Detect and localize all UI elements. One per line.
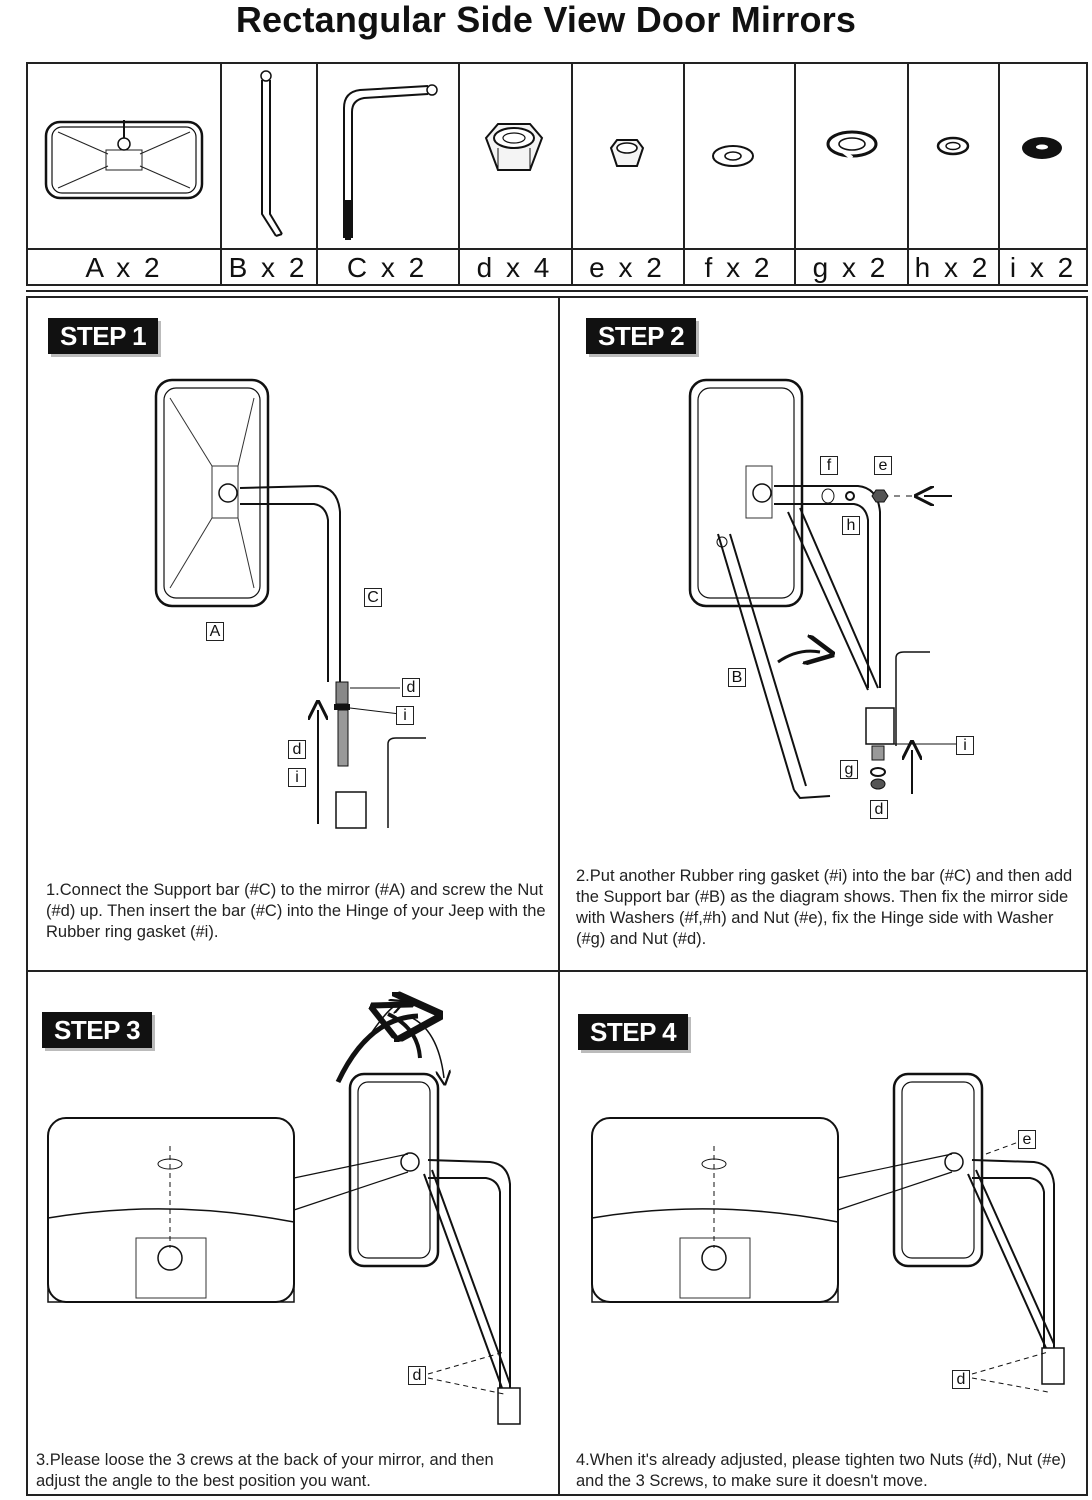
part-c-label: C x 2: [346, 252, 428, 283]
part-d-label: d x 4: [476, 252, 553, 283]
step1-description: 1.Connect the Support bar (#C) to the mi…: [46, 881, 546, 941]
part-e-small-nut-icon: [609, 139, 645, 167]
step2-label-g: g: [840, 760, 858, 779]
part-f-label: f x 2: [704, 252, 773, 283]
part-c-cell: [316, 64, 458, 286]
part-f-cell: [683, 64, 794, 286]
step3-label-d: d: [408, 1366, 426, 1385]
step1-badge: STEP 1: [48, 318, 159, 354]
step1-label-d-side: d: [288, 740, 306, 759]
part-d-cell: [458, 64, 571, 286]
step2-diagram: [688, 378, 958, 800]
page-title: Rectangular Side View Door Mirrors: [235, 0, 857, 40]
step3-badge: STEP 3: [42, 1012, 153, 1048]
part-b-support-bar-icon: [260, 70, 283, 237]
part-h-cell: [907, 64, 998, 286]
steps-grid: STEP 1 A C d i d i 1.Connect the Support…: [26, 296, 1088, 1496]
part-b-label: B x 2: [228, 252, 308, 283]
part-h-label: h x 2: [914, 252, 991, 283]
step2-label-h: h: [842, 516, 860, 535]
step1-label-i-side: i: [288, 768, 306, 787]
parts-table: A x 2 B x 2 C x 2 d x 4: [26, 62, 1088, 286]
step1-label-c: C: [364, 588, 382, 607]
step2-label-e: e: [874, 456, 892, 475]
step1-label-a: A: [206, 622, 224, 641]
step4-label-d: d: [952, 1370, 970, 1389]
part-i-cell: [998, 64, 1088, 286]
step2-badge: STEP 2: [586, 318, 697, 354]
part-c-support-bar-icon: [343, 84, 438, 240]
part-a-mirror-icon: [44, 120, 204, 200]
part-d-large-nut-icon: [484, 123, 544, 171]
step2-label-f: f: [820, 456, 838, 475]
step2-label-d: d: [870, 800, 888, 819]
step3-diagram: [47, 1004, 521, 1425]
step4-description: 4.When it's already adjusted, please tig…: [576, 1451, 1067, 1490]
part-e-label: e x 2: [589, 252, 665, 283]
step4-badge: STEP 4: [578, 1014, 689, 1050]
part-h-small-spring-washer-icon: [936, 136, 970, 156]
part-f-flat-washer-icon: [712, 145, 754, 167]
part-e-cell: [571, 64, 683, 286]
step2-description: 2.Put another Rubber ring gasket (#i) in…: [576, 867, 1073, 948]
steps-illustrations: [47, 378, 1065, 1425]
step2-label-b: B: [728, 668, 746, 687]
step1-label-i-top: i: [396, 706, 414, 725]
part-i-label: i x 2: [1009, 252, 1077, 283]
step2-label-i: i: [956, 736, 974, 755]
part-a-label: A x 2: [85, 252, 163, 283]
part-a-cell: [28, 64, 220, 286]
part-g-label: g x 2: [812, 252, 889, 283]
step4-diagram: [591, 1072, 1065, 1393]
part-g-spring-washer-icon: [826, 130, 878, 160]
part-i-rubber-ring-icon: [1022, 137, 1062, 159]
part-g-cell: [794, 64, 907, 286]
part-b-cell: [220, 64, 316, 286]
step1-diagram: [154, 378, 426, 829]
step1-label-d-top: d: [402, 678, 420, 697]
step3-description: 3.Please loose the 3 crews at the back o…: [36, 1451, 494, 1490]
step4-label-e: e: [1018, 1130, 1036, 1149]
